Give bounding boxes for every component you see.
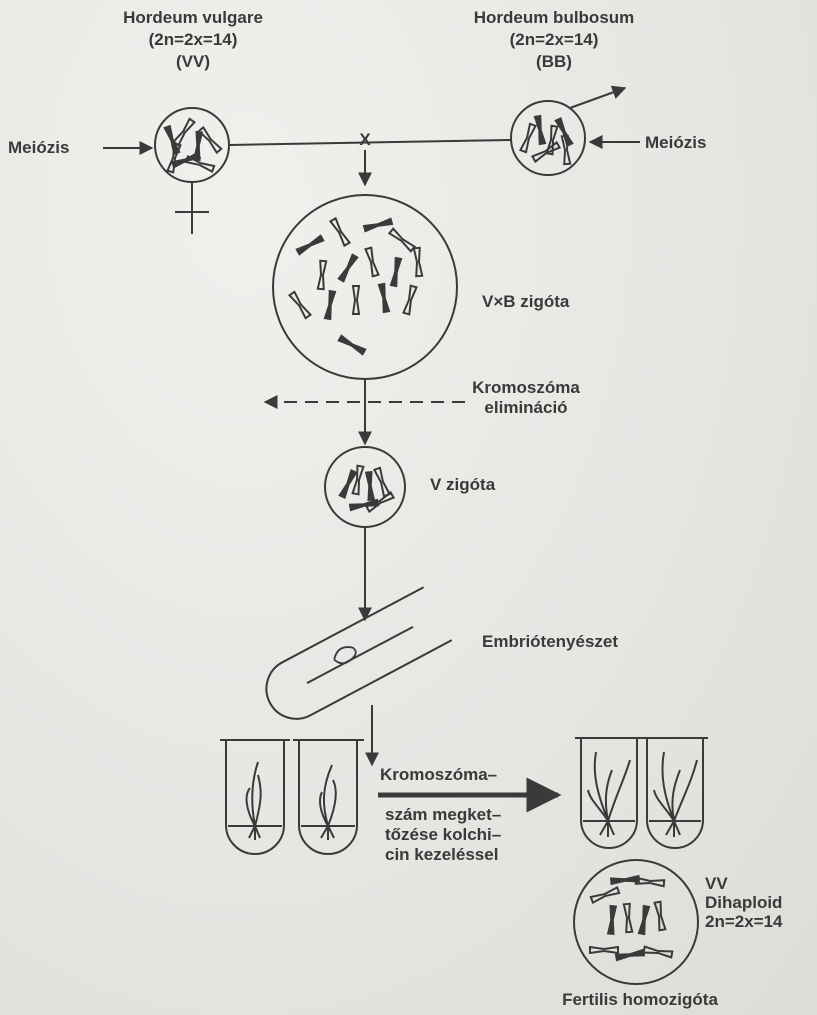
- meiosis-label-right: Meiózis: [645, 133, 706, 153]
- bulbosum-species-label: Hordeum bulbosum: [464, 8, 644, 28]
- vulgare-genome-label: (VV): [108, 52, 278, 72]
- dihaploid-label-2: Dihaploid: [705, 893, 782, 913]
- dihaploid-label-1: VV: [705, 874, 728, 894]
- male-symbol: [570, 88, 625, 108]
- seedling-tube-4: [641, 738, 708, 848]
- v-zygote-chromosomes: [339, 466, 393, 512]
- vulgare-species-label: Hordeum vulgare: [108, 8, 278, 28]
- doubling-label-3: tőzése kolchi–: [385, 825, 501, 845]
- embryo-culture-label: Embriótenyészet: [482, 632, 618, 652]
- seedling-tube-3: [575, 738, 642, 848]
- culture-tube: [256, 587, 452, 729]
- dihaploid-chromosomes: [590, 876, 672, 961]
- bulbosum-chromosomes: [520, 116, 572, 165]
- meiosis-label-left: Meiózis: [8, 138, 69, 158]
- vxb-zygote-label: V×B zigóta: [482, 292, 569, 312]
- vulgare-chromosome-label: (2n=2x=14): [108, 30, 278, 50]
- bulbosum-chromosome-label: (2n=2x=14): [464, 30, 644, 50]
- bulbosum-genome-label: (BB): [464, 52, 644, 72]
- bulbosum-cell: [511, 101, 585, 175]
- seedling-tube-1: [220, 740, 290, 854]
- elimination-label-1: Kromoszóma: [470, 378, 582, 398]
- vxb-chromosomes: [290, 218, 423, 354]
- doubling-label-1: Kromoszóma–: [380, 765, 497, 785]
- v-zygote-cell: [325, 447, 405, 527]
- dihaploid-label-3: 2n=2x=14: [705, 912, 783, 932]
- doubling-label-4: cin kezeléssel: [385, 845, 498, 865]
- seedling-tube-2: [293, 740, 364, 854]
- cross-symbol: X: [353, 130, 377, 150]
- doubling-label-2: szám megket–: [385, 805, 501, 825]
- fertile-label: Fertilis homozigóta: [545, 990, 735, 1010]
- vulgare-chromosomes: [164, 119, 221, 172]
- elimination-label-2: elimináció: [470, 398, 582, 418]
- v-zygote-label: V zigóta: [430, 475, 495, 495]
